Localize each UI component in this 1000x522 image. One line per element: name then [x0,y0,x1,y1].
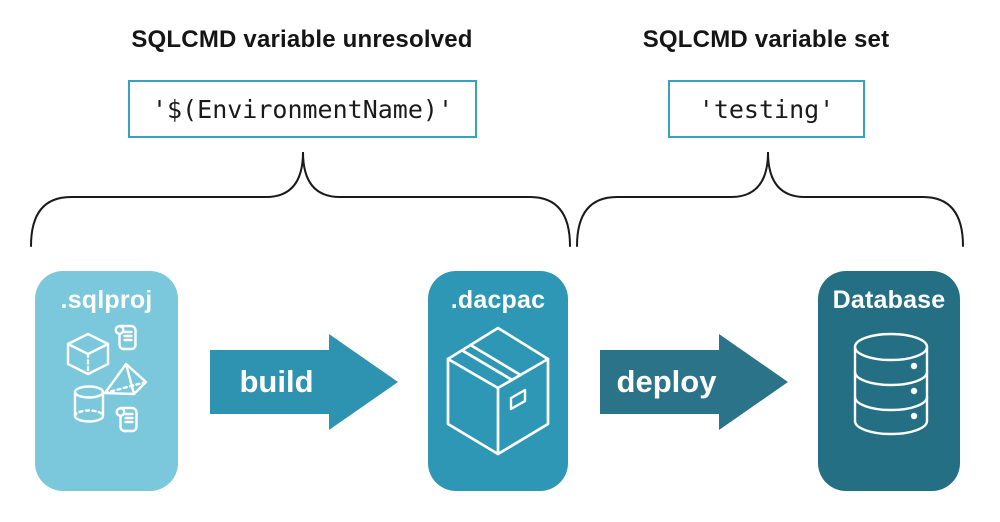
deploy-arrow [600,334,788,430]
pyramid-icon [103,362,148,396]
cube-icon [66,332,110,376]
package-box-outline [446,326,550,456]
build-arrow-label: build [239,364,314,399]
stage-label-database: Database [832,286,946,314]
stage-label-dacpac: .dacpac [450,286,546,314]
right-brace [576,151,964,247]
heading-variable-unresolved: SQLCMD variable unresolved [131,26,473,53]
left-brace [30,151,571,247]
stage-label-sqlproj: .sqlproj [60,286,153,314]
stage-card-sqlproj: .sqlproj [35,271,178,491]
database-cylinder-icon [853,332,929,436]
code-box-unresolved-variable: '$(EnvironmentName)' [128,80,477,138]
script-scroll-icon [114,324,137,351]
build-arrow [210,334,398,430]
cylinder-icon [73,385,105,423]
code-unresolved-value: '$(EnvironmentName)' [151,94,454,124]
database-stack-outline [853,332,929,436]
heading-variable-set: SQLCMD variable set [642,26,890,53]
stage-card-dacpac: .dacpac [428,271,568,491]
package-box-icon [446,326,550,456]
sql-objects-icon [66,324,148,433]
code-box-resolved-variable: 'testing' [668,80,865,138]
code-resolved-value: 'testing' [698,94,835,124]
deploy-arrow-label: deploy [616,364,717,399]
stage-card-database: Database [818,271,960,491]
script-scroll-icon [115,406,138,433]
